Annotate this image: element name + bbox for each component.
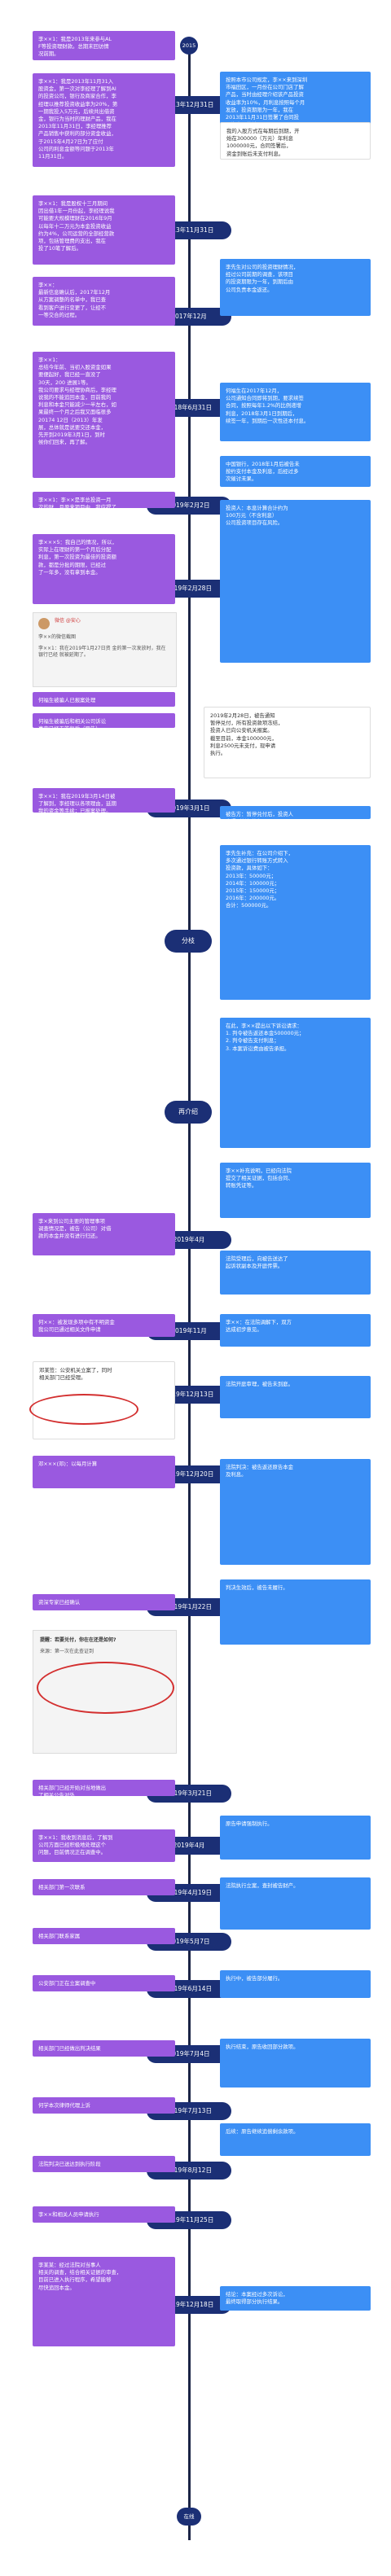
event-left: 李×××5：我自己的情况，所以， 实际上在理财的第一个月后分配 利息，第一次投资… — [33, 534, 175, 604]
screenshot-source: 来源：第一次在此查证到 — [40, 1649, 94, 1654]
event-right: 李先生补充：在公司介绍下， 多次通过银行转账方式转入 投资款，具体如下： 201… — [220, 845, 371, 1000]
message-screenshot: 提醒：若要兑付，你在在还是如何? 来源：第一次在此查证到 — [33, 1630, 177, 1754]
event-right: 执行中，被告部分履行。 — [220, 1970, 371, 1998]
event-left: 李×来到公司主要的管理事项 调查情况是，被告（公司）对借 款的本金并没有进行归还… — [33, 1213, 175, 1255]
event-right: 李××补充说明，已经向法院 提交了相关证据，包括合同、 转账凭证等。 — [220, 1163, 371, 1218]
event-left: 李××： 最新信息确认后，2017年12月 从方案调整的名单中，我已查 看到客户… — [33, 277, 175, 326]
event-left: 李××1：李××是李总投资一月 次的财，且原来项目中，我应提了 2018年11日… — [33, 492, 175, 508]
event-left: 法院判决已送达到执行阶段 — [33, 2156, 175, 2172]
event-right: 法院判决：被告返还原告本金 及利息。 — [220, 1459, 371, 1565]
event-right: 法院开庭审理，被告未到庭。 — [220, 1376, 371, 1418]
event-left: 相关部门已经做出判决结果 — [33, 2040, 175, 2057]
event-left: 相关部门已经开始对当地做出 了相关公告对外 — [33, 1780, 175, 1796]
event-right: 判决生效后，被告未履行。 — [220, 1579, 371, 1645]
event-left: 李××1：我在2019年3月14日被 了解到，李经理以各项理由，延期 我的资金等… — [33, 788, 175, 813]
timeline-end-node: 在线 — [177, 2508, 201, 2526]
event-left: 李××1：我是2013年11月31入 股资金，第一次对李经理了解到AI 的投资公… — [33, 73, 175, 167]
event-left: 何福生被骗人已报案处理 — [33, 692, 175, 707]
screenshot-caption: 李××的微信截图 — [38, 634, 77, 640]
event-right: 后续：原告继续追偿剩余款项。 — [220, 2123, 371, 2156]
event-right: 法院执行立案，查封被告财产。 — [220, 1877, 371, 1930]
event-right: 何福生在2017年12月， 公司通知合同即将到期，要求续签 合同，按照每年1.2… — [220, 383, 371, 441]
event-right: 在此，李××提出以下诉讼请求： 1. 判令被告返还本金500000元； 2. 判… — [220, 1018, 371, 1148]
timeline-branch-node: 分枝 — [165, 930, 212, 953]
event-left: 李××1：我是2013年来参与AL F等投资理财款。总期末回访情 况前期。 — [33, 31, 175, 60]
event-left: 公安部门正在立案调查中 — [33, 1975, 175, 1991]
event-left: 何学本次律师代理上诉 — [33, 2097, 175, 2114]
event-right: 中国银行，2018年1月后被告未 按约支付本金及利息，后经过多 次催讨未果。 — [220, 456, 371, 487]
avatar — [38, 618, 50, 629]
event-left: 何福生被骗后和相关公司诉讼 事宜已经无答复后（原告） — [33, 713, 175, 728]
highlight-circle — [37, 1662, 174, 1714]
event-right: 投资人：本息计算合计约为 100万元（不含利息） 公司投资项目存在风险。 — [220, 500, 371, 663]
event-left: 李××和相关人员申请执行 — [33, 2206, 175, 2223]
timeline-axis — [188, 41, 191, 2540]
screenshot-caption: 提醒：若要兑付，你在在还是如何? — [40, 1637, 116, 1643]
event-left: 李××1：我是股权十三月期间 因出借1年一月份起，李经理说我 可能要大规模理财在… — [33, 195, 175, 265]
wechat-screenshot: 微信 @安心 李××的微信截图 李××1：我在2019年1月27日资 金的第一次… — [33, 612, 177, 687]
timeline-branch-node: 再介绍 — [165, 1101, 212, 1124]
event-left: 李××1： 总结今年前、当初入股资金如果 要便起好，我已经一直没了 30天，20… — [33, 352, 175, 478]
screenshot-text: 李××1：我在2019年1月27日资 金的第一次发放时，我在银行已经 就被延期了… — [38, 646, 166, 658]
event-left: 何××：被发现多项中有不明资金 我公司已通过相关文件申请 — [33, 1314, 175, 1337]
event-right-note: 我的入股方式在每期后到期，开 始在300000（万元）年利息 1000000元，… — [220, 122, 371, 160]
event-right: 法院受理后，向被告送达了 起诉状副本及开庭传票。 — [220, 1251, 371, 1295]
event-left: 邓×××(邓)：以每月计算 — [33, 1456, 175, 1488]
event-right: 李先生对公司的投资理财情况， 经过公司前期的调查，该项目 的投资期限为一年，到期… — [220, 259, 371, 316]
screenshot-name: 微信 @安心 — [55, 618, 81, 624]
event-right: 被告方：暂停兑付后，投资人 未得到任何答复。 — [220, 806, 371, 819]
event-right: 李××：在法院调解下，双方 达成初步意见。 — [220, 1314, 371, 1347]
event-right: 结论：本案经过多次诉讼， 最终取得部分执行结果。 — [220, 2286, 371, 2311]
event-right: 按照本市公司规定，李××来到深圳 市福田区，一月份在公司门店了解 产品，当时由经… — [220, 72, 371, 130]
event-left: 相关部门第一次联系 — [33, 1879, 175, 1895]
event-right: 原告申请强制执行。 — [220, 1816, 371, 1860]
event-right: 执行结束，原告收回部分款项。 — [220, 2039, 371, 2088]
highlight-circle — [29, 1394, 138, 1425]
event-left: 李××1：我收到消息后，了解到 公司方面已经积极地处理这个 问题，目前情况正在调… — [33, 1829, 175, 1862]
event-left: 资深专家已经确认 — [33, 1594, 175, 1610]
event-left: 相关部门联系家属 — [33, 1928, 175, 1944]
event-left: 李某某：经过法院对当事人 相关的调查，结合相关证据的审查， 目前已进入执行程序，… — [33, 2257, 175, 2346]
event-right-note: 2019年2月28日，被告通知 暂停兑付，所有投资款项冻结， 投资人已向公安机关… — [204, 707, 371, 778]
timeline-start-node: 2015 — [180, 37, 198, 55]
